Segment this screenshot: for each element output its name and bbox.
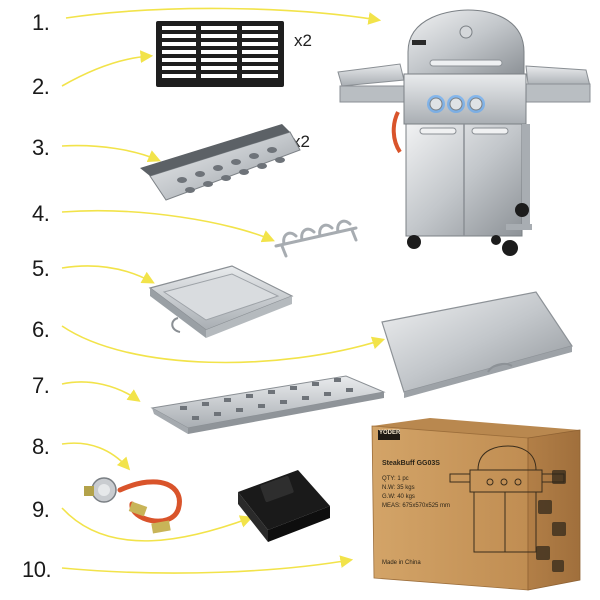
item-number-4: 4. [32,201,50,226]
arrow-6 [61,325,386,364]
ignition-box [238,470,330,542]
box-measurements-label: MEAS: 675x570x525 mm [382,503,451,509]
box-qty-label: QTY: 1 pc [382,476,409,482]
bottom-shelf-panel [381,291,573,398]
item-number-10: 10. [22,557,52,582]
heat-plate [150,375,386,434]
pointer-arrows [61,7,386,574]
arrow-1 [65,7,382,25]
box-model-label: SteakBuff GG03S [382,460,440,467]
box-brand-label: YODER [379,430,401,436]
box-gross-weight-label: G.W: 40 kgs [382,494,415,500]
gas-grill [337,9,591,256]
control-knobs [427,95,485,113]
item-number-3: 3. [32,135,50,160]
item-number-6: 6. [32,317,50,342]
item-number-1: 1. [32,10,50,35]
cast-iron-grate [156,21,284,87]
arrow-7 [61,381,141,402]
arrow-3 [61,144,161,163]
warming-rack-hooks [274,219,358,258]
box-net-weight-label: N.W: 35 kgs [382,485,415,491]
item-number-8: 8. [32,434,50,459]
arrow-10 [61,555,354,574]
item-number-5: 5. [32,256,50,281]
arrow-9 [61,507,254,542]
arrow-5 [61,265,155,284]
box-logo-badge [378,430,400,440]
item-number-2: 2. [32,74,50,99]
arrow-4 [61,209,275,243]
flame-tamer [140,124,301,201]
arrow-8 [61,442,131,471]
gas-hose-regulator [84,477,182,534]
item-number-9: 9. [32,497,50,522]
grate-quantity: x2 [294,31,312,50]
box-handling-icons [536,470,566,572]
item-number-7: 7. [32,373,50,398]
drip-tray [148,265,294,338]
box-grill-drawing [449,445,565,553]
shipping-box [371,418,581,591]
arrow-2 [61,50,154,87]
box-origin-label: Made in China [382,560,421,566]
